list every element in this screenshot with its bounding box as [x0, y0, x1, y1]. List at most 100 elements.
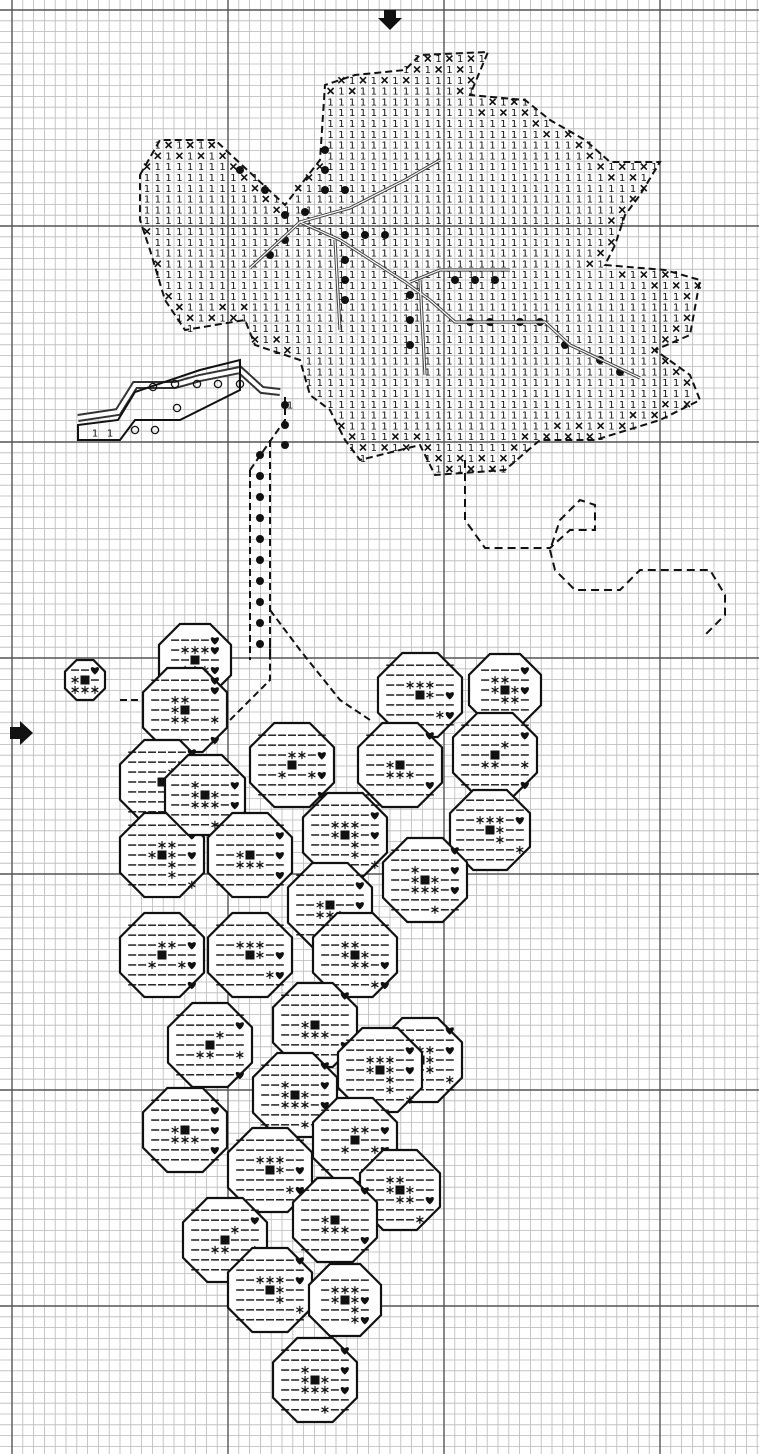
leaf-fill-stitch: 1	[651, 389, 657, 400]
leaf-fill-stitch: 1	[209, 249, 215, 260]
leaf-fill-stitch: 1	[317, 357, 323, 368]
leaf-fill-stitch: 1	[349, 346, 355, 357]
leaf-fill-stitch: 1	[511, 195, 517, 206]
leaf-fill-stitch: 1	[425, 108, 431, 119]
leaf-fill-stitch: 1	[360, 238, 366, 249]
leaf-fill-stitch: 1	[306, 324, 312, 335]
leaf-fill-stitch: 1	[317, 238, 323, 249]
leaf-fill-stitch: 1	[425, 389, 431, 400]
grape-stitch-shadow	[191, 656, 200, 665]
leaf-fill-stitch: 1	[608, 313, 614, 324]
grape-stitch-shadow	[501, 686, 510, 695]
leaf-fill-stitch: 1	[435, 87, 441, 98]
leaf-fill-stitch: 1	[295, 281, 301, 292]
leaf-fill-stitch: 1	[641, 357, 647, 368]
leaf-fill-stitch: 1	[435, 249, 441, 260]
grape-stitch-shadow	[341, 831, 350, 840]
leaf-edge-stitch	[662, 272, 668, 278]
leaf-fill-stitch: 1	[241, 249, 247, 260]
leaf-fill-stitch: 1	[641, 335, 647, 346]
leaf-fill-stitch: 1	[500, 238, 506, 249]
leaf-fill-stitch: 1	[381, 367, 387, 378]
leaf-fill-stitch: 1	[446, 335, 452, 346]
leaf-edge-stitch	[144, 228, 150, 234]
leaf-edge-stitch: 1	[662, 411, 668, 422]
leaf-fill-stitch: 1	[219, 173, 225, 184]
leaf-fill-stitch: 1	[155, 184, 161, 195]
leaf-fill-stitch: 1	[306, 313, 312, 324]
leaf-fill-stitch: 1	[349, 378, 355, 389]
leaf-fill-stitch: 1	[457, 130, 463, 141]
leaf-vein-dot	[341, 256, 349, 264]
leaf-edge-stitch	[619, 164, 625, 170]
leaf-fill-stitch: 1	[371, 173, 377, 184]
leaf-fill-stitch: 1	[241, 270, 247, 281]
leaf-fill-stitch: 1	[522, 346, 528, 357]
leaf-fill-stitch: 1	[587, 411, 593, 422]
leaf-fill-stitch: 1	[425, 205, 431, 216]
leaf-fill-stitch: 1	[576, 411, 582, 422]
leaf-fill-stitch: 1	[587, 195, 593, 206]
leaf-fill-stitch: 1	[414, 357, 420, 368]
leaf-edge-stitch	[446, 466, 452, 472]
leaf-fill-stitch: 1	[630, 324, 636, 335]
leaf-fill-stitch: 1	[511, 259, 517, 270]
leaf-fill-stitch: 1	[619, 184, 625, 195]
leaf-fill-stitch: 1	[349, 119, 355, 130]
leaf-fill-stitch: 1	[327, 346, 333, 357]
leaf-fill-stitch: 1	[522, 151, 528, 162]
leaf-edge-stitch: 1	[468, 65, 474, 76]
leaf-fill-stitch: 1	[165, 259, 171, 270]
leaf-fill-stitch: 1	[446, 238, 452, 249]
leaf-edge-stitch	[673, 326, 679, 332]
leaf-fill-stitch: 1	[349, 389, 355, 400]
leaf-fill-stitch: 1	[597, 324, 603, 335]
leaf-fill-stitch: 1	[630, 335, 636, 346]
leaf-edge-stitch	[684, 315, 690, 321]
leaf-fill-stitch: 1	[360, 378, 366, 389]
leaf-fill-stitch: 1	[533, 378, 539, 389]
leaf-edge-stitch	[630, 196, 636, 202]
leaf-fill-stitch: 1	[338, 119, 344, 130]
leaf-fill-stitch: 1	[392, 227, 398, 238]
leaf-fill-stitch: 1	[435, 378, 441, 389]
leaf-fill-stitch: 1	[209, 173, 215, 184]
leaf-fill-stitch: 1	[435, 141, 441, 152]
leaf-fill-stitch: 1	[338, 400, 344, 411]
leaf-edge-stitch: 1	[273, 346, 279, 357]
leaf-fill-stitch: 1	[381, 97, 387, 108]
leaf-edge-stitch	[403, 444, 409, 450]
leaf-fill-stitch: 1	[435, 432, 441, 443]
leaf-edge-stitch	[155, 261, 161, 267]
leaf-fill-stitch: 1	[381, 421, 387, 432]
leaf-fill-stitch: 1	[381, 151, 387, 162]
leaf-fill-stitch: 1	[554, 184, 560, 195]
leaf-fill-stitch: 1	[349, 173, 355, 184]
leaf-fill-stitch: 1	[176, 162, 182, 173]
leaf-fill-stitch: 1	[403, 259, 409, 270]
leaf-fill-stitch: 1	[371, 421, 377, 432]
leaf-edge-stitch: 1	[619, 216, 625, 227]
leaf-fill-stitch: 1	[489, 389, 495, 400]
leaf-fill-stitch: 1	[587, 313, 593, 324]
leaf-fill-stitch: 1	[500, 141, 506, 152]
leaf-fill-stitch: 1	[511, 216, 517, 227]
leaf-fill-stitch: 1	[500, 281, 506, 292]
leaf-edge-stitch: 1	[641, 411, 647, 422]
leaf-fill-stitch: 1	[241, 259, 247, 270]
leaf-fill-stitch: 1	[446, 108, 452, 119]
leaf-fill-stitch: 1	[468, 238, 474, 249]
leaf-fill-stitch: 1	[500, 184, 506, 195]
leaf-fill-stitch: 1	[349, 97, 355, 108]
leaf-fill-stitch: 1	[252, 238, 258, 249]
leaf-fill-stitch: 1	[479, 173, 485, 184]
grape-stitch-shadow	[486, 826, 495, 835]
leaf-fill-stitch: 1	[414, 238, 420, 249]
leaf-fill-stitch: 1	[263, 292, 269, 303]
leaf-fill-stitch: 1	[543, 151, 549, 162]
leaf-fill-stitch: 1	[500, 411, 506, 422]
leaf-fill-stitch: 1	[252, 270, 258, 281]
leaf-fill-stitch: 1	[457, 205, 463, 216]
leaf-fill-stitch: 1	[587, 281, 593, 292]
leaf-fill-stitch: 1	[392, 389, 398, 400]
